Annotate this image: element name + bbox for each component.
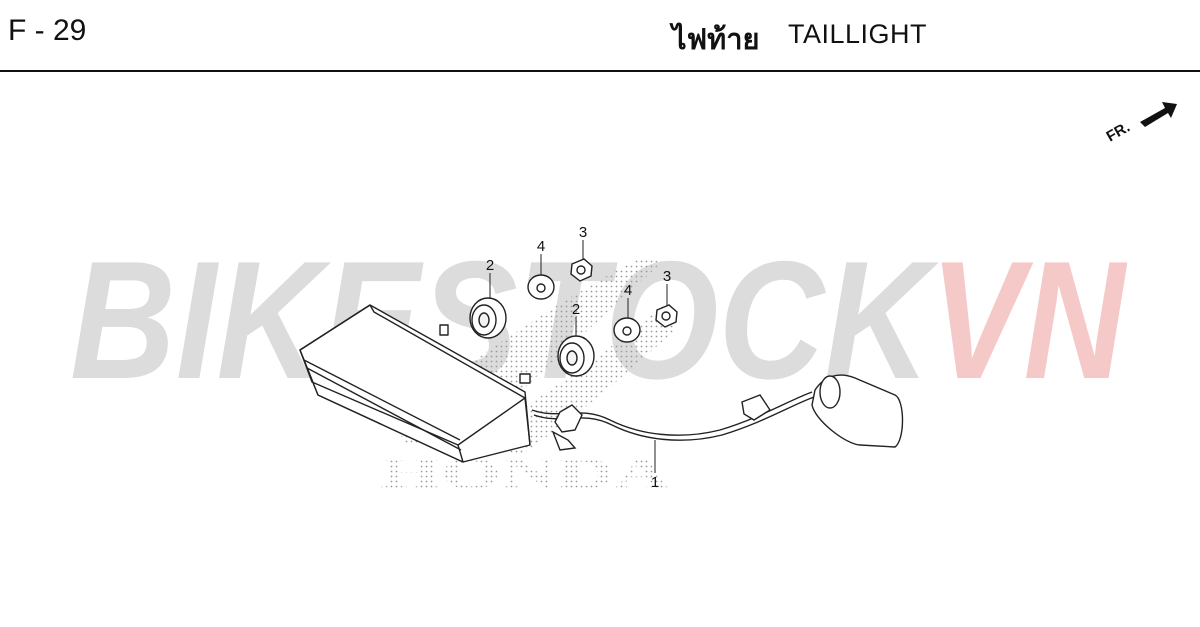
callout-1: 1 <box>651 474 659 491</box>
wire-harness <box>531 391 815 451</box>
grommet-upper <box>469 297 507 339</box>
callout-4-lower: 4 <box>624 282 632 299</box>
grommet-lower <box>557 335 595 377</box>
honda-logo-text: HONDA <box>380 449 670 498</box>
callouts: 1 2 2 3 3 4 4 <box>486 224 671 491</box>
nut-upper <box>570 258 593 282</box>
arrow-right-up-icon <box>1140 102 1177 127</box>
page-code: F - 29 <box>8 14 87 47</box>
washer-upper <box>527 274 555 300</box>
title-thai: ไฟท้าย <box>672 22 760 56</box>
callout-4-upper: 4 <box>537 238 545 255</box>
callout-3-lower: 3 <box>663 268 671 285</box>
washer-lower <box>613 317 641 343</box>
fr-label: FR. <box>1104 119 1133 146</box>
watermark-red-text: VN <box>930 226 1128 414</box>
callout-2-upper: 2 <box>486 257 494 274</box>
front-direction-indicator: FR. <box>1104 102 1177 146</box>
connector <box>811 374 904 448</box>
callout-3-upper: 3 <box>579 224 587 241</box>
leader-lines <box>489 240 668 473</box>
taillight-assembly <box>299 304 531 463</box>
title-english: TAILLIGHT <box>788 19 928 49</box>
nut-lower <box>655 304 678 328</box>
header-rule <box>0 70 1200 72</box>
callout-2-lower: 2 <box>572 301 580 318</box>
